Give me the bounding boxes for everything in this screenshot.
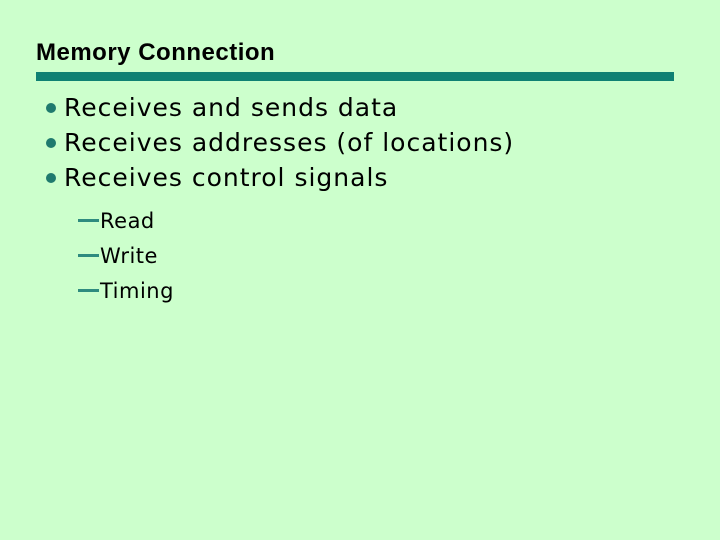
dash-bullet-icon	[78, 254, 99, 257]
slide-title: Memory Connection	[36, 39, 276, 66]
list-item: Receives and sends data	[36, 90, 514, 125]
bullet-text: Receives control signals	[64, 163, 389, 192]
bullet-icon	[46, 137, 56, 148]
sub-bullet-list: Read Write Timing	[36, 203, 514, 308]
bullet-icon	[46, 102, 56, 113]
sub-list-item: Read	[78, 203, 514, 238]
bullet-list: Receives and sends data Receives address…	[36, 90, 514, 308]
sub-bullet-text: Timing	[100, 278, 174, 303]
dash-bullet-icon	[78, 219, 99, 222]
bullet-text: Receives and sends data	[64, 93, 399, 122]
dash-bullet-icon	[78, 289, 99, 292]
sub-list-item: Write	[78, 238, 514, 273]
bullet-text: Receives addresses (of locations)	[64, 128, 515, 157]
title-underline-bar	[36, 72, 674, 81]
list-item: Receives control signals	[36, 160, 514, 195]
list-item: Receives addresses (of locations)	[36, 125, 514, 160]
bullet-icon	[46, 172, 56, 183]
sub-bullet-text: Write	[100, 243, 158, 268]
sub-list-item: Timing	[78, 273, 514, 308]
sub-bullet-text: Read	[100, 208, 155, 233]
